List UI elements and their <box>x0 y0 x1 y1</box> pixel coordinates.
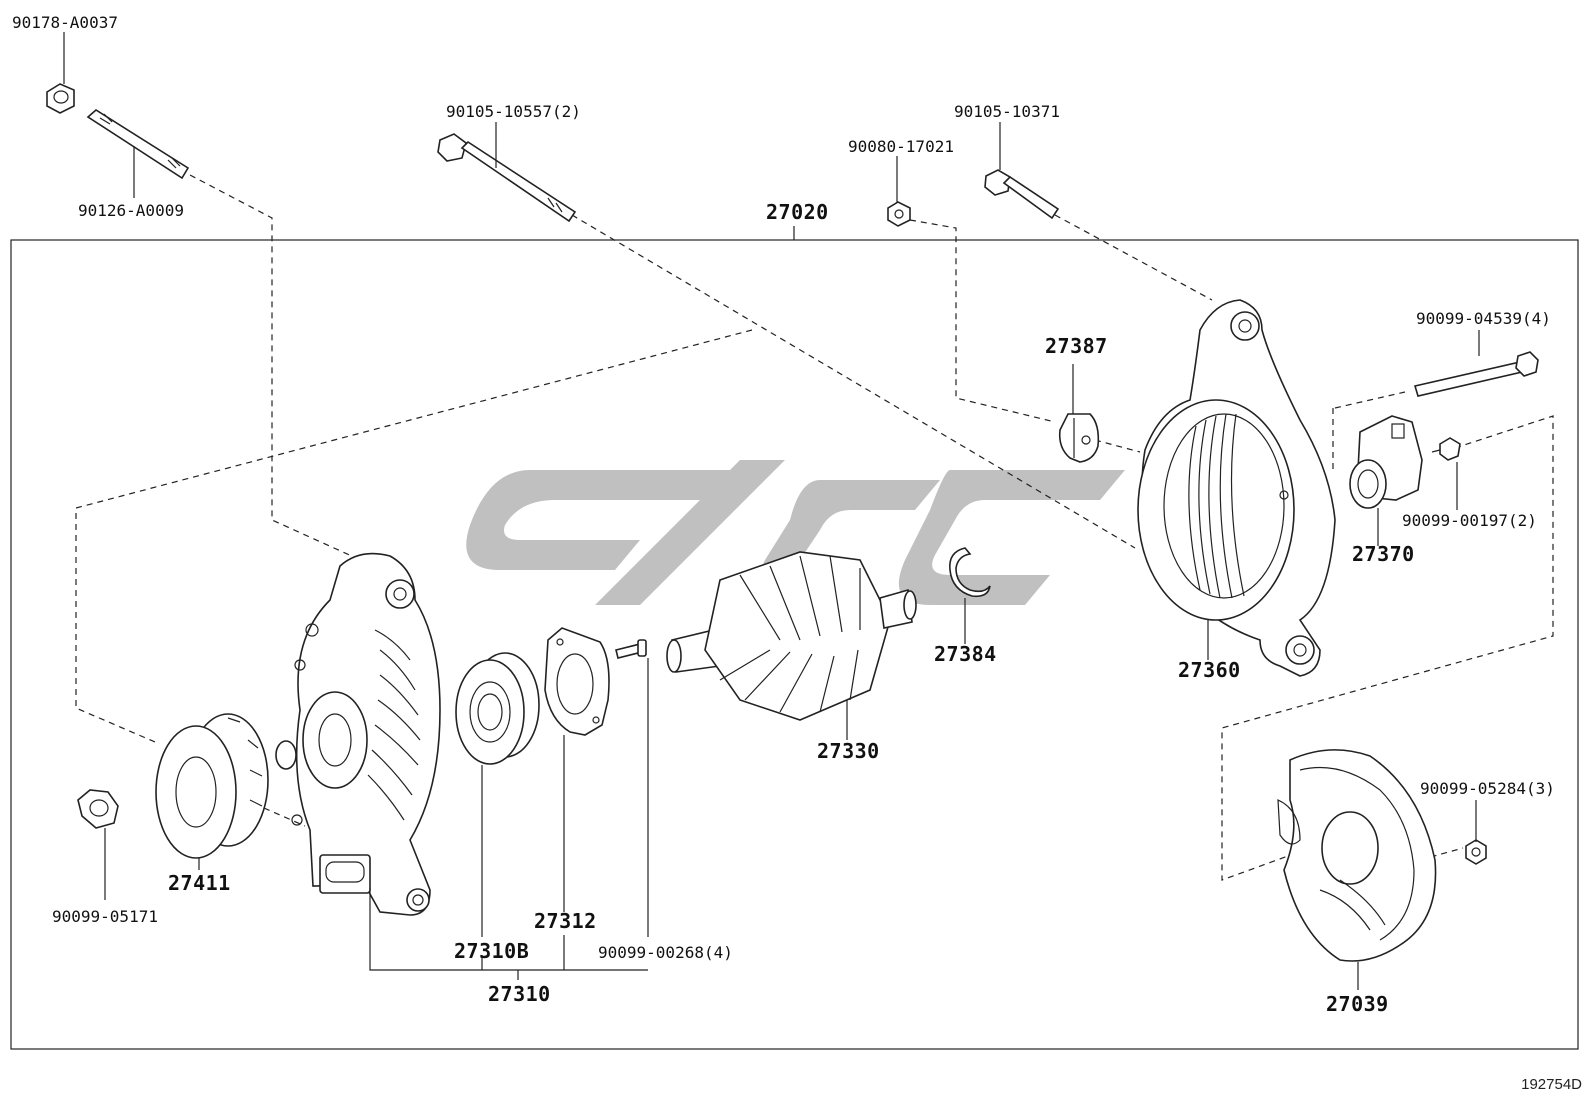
bolt-90105-10557-icon <box>437 133 577 223</box>
screw-90099-00268-icon <box>615 639 647 659</box>
label-nut-90099-05171: 90099-05171 <box>52 907 158 926</box>
label-nut-90178: 90178-A0037 <box>12 13 118 32</box>
nut-90099-05171-icon <box>77 789 119 829</box>
rear-cover-27039-icon <box>1277 749 1437 962</box>
label-part-27310: 27310 <box>488 982 551 1006</box>
label-screw-90099-04539: 90099-04539(4) <box>1416 309 1551 328</box>
label-part-27411: 27411 <box>168 871 231 895</box>
label-part-27312: 27312 <box>534 909 597 933</box>
dashed-line-screw-04539 <box>1334 391 1406 409</box>
bolt-90105-10371-icon <box>984 169 1060 220</box>
label-nut-90080: 90080-17021 <box>848 137 954 156</box>
stud-90126-icon <box>86 109 190 180</box>
brush-holder-27370-icon <box>1349 415 1423 509</box>
ring-27384-icon <box>948 547 991 598</box>
screw-90099-00197-icon <box>1431 437 1461 461</box>
cap-27387-icon <box>1058 413 1100 463</box>
screw-90099-04539-icon <box>1413 351 1539 397</box>
dashed-line-27387 <box>1094 439 1141 453</box>
label-part-27370: 27370 <box>1352 542 1415 566</box>
nut-90099-05284-icon <box>1465 839 1487 865</box>
watermark-logo <box>466 460 1125 605</box>
label-stud-90126: 90126-A0009 <box>78 201 184 220</box>
label-part-27387: 27387 <box>1045 334 1108 358</box>
pulley-27411-icon <box>155 713 269 859</box>
label-part-27360: 27360 <box>1178 658 1241 682</box>
dashed-line-nut-05284 <box>1419 847 1464 861</box>
label-screw-90099-00197: 90099-00197(2) <box>1402 511 1537 530</box>
dashed-line-pulley-frame <box>263 807 306 827</box>
label-part-27039: 27039 <box>1326 992 1389 1016</box>
label-part-27384: 27384 <box>934 642 997 666</box>
rotor-27330-icon <box>666 551 917 721</box>
leader-lines <box>63 32 1480 990</box>
bearing-27310B-icon <box>455 652 540 765</box>
label-bolt-90105-10371: 90105-10371 <box>954 102 1060 121</box>
dashed-line-bolt-10371 <box>1054 214 1213 301</box>
label-assembly: 27020 <box>766 200 829 224</box>
nut-90178-icon <box>46 83 75 114</box>
figure-id: 192754D <box>1521 1076 1582 1093</box>
nut-90080-icon <box>887 201 911 227</box>
front-housing-icon <box>275 552 441 916</box>
label-part-27310B: 27310B <box>454 939 530 963</box>
dashed-line-rear-box <box>1221 408 1554 881</box>
label-screw-90099-00268: 90099-00268(4) <box>598 943 733 962</box>
label-bolt-90105-10557: 90105-10557(2) <box>446 102 581 121</box>
dashed-line-stud <box>189 174 366 563</box>
dashed-line-nut-90080 <box>909 219 1056 423</box>
retainer-27312-icon <box>544 627 610 736</box>
label-part-27330: 27330 <box>817 739 880 763</box>
label-nut-90099-05284: 90099-05284(3) <box>1420 779 1555 798</box>
rear-housing-27360-icon <box>1137 299 1336 677</box>
